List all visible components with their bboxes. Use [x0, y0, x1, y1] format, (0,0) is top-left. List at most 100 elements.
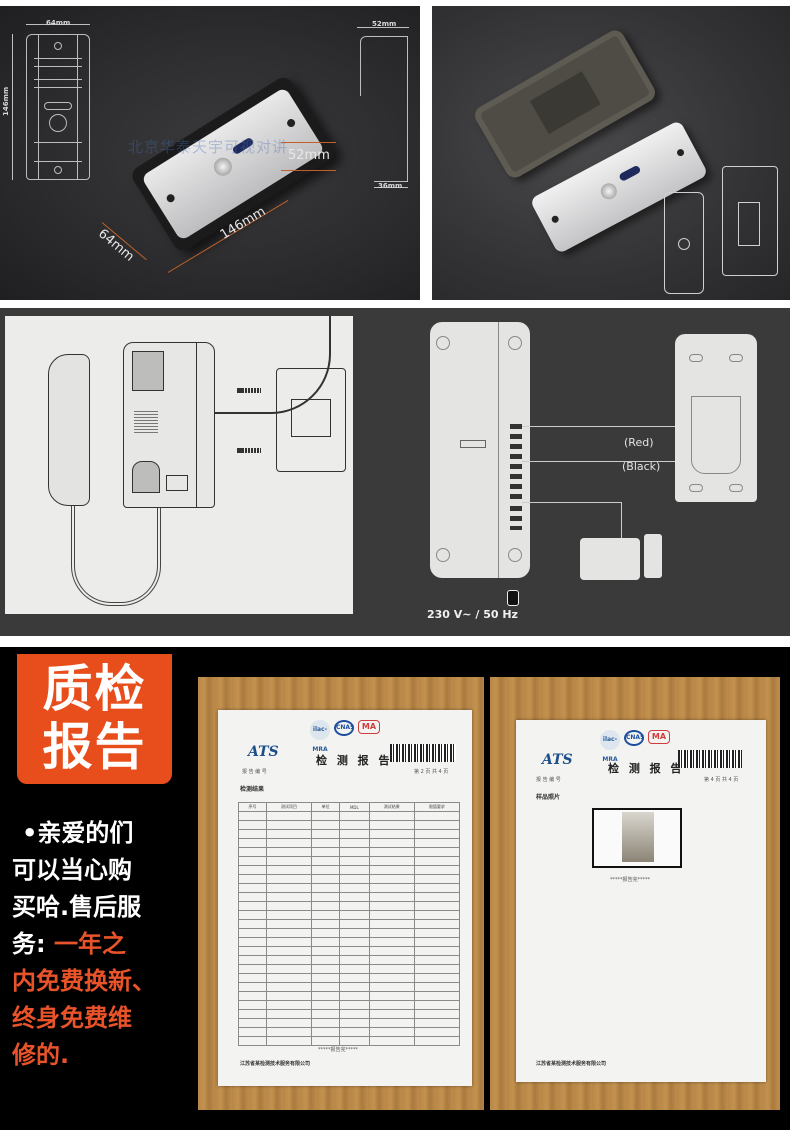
table-row [238, 847, 461, 857]
page-label: 第 4 页 共 4 页 [704, 777, 739, 783]
badge-line-2: 报告 [42, 718, 147, 776]
bullet-icon: • [22, 819, 38, 847]
indoor-unit-back [430, 322, 530, 578]
table-row [238, 919, 461, 929]
sample-photo-frame [592, 808, 682, 868]
ilac-logo: ilac-MRA [310, 720, 330, 753]
ats-logo: ATS [542, 752, 573, 768]
after-sales-promo: •亲爱的们 可以当心购 买哈.售后服 务: 一年之 内免费换新、 终身免费维 修… [12, 815, 192, 1074]
promo-line-1: 亲爱的们 [37, 819, 134, 847]
side-bottom-depth-label: 36mm [378, 182, 403, 190]
table-row [238, 1036, 461, 1046]
side-top-depth-label: 52mm [372, 20, 397, 28]
ilac-logo: ilac-MRA [600, 730, 620, 763]
table-row [238, 856, 461, 866]
indoor-unit [123, 342, 215, 508]
promo-red-inline: 一年之 [53, 930, 126, 958]
table-row [238, 901, 461, 911]
promo-red-line-1: 内免费换新、 [12, 967, 156, 995]
col-header: 序号 [238, 802, 267, 812]
power-plug-icon [507, 590, 519, 606]
report-number-label: 报 告 编 号 [536, 777, 561, 783]
report-title: 检 测 报 告 [316, 754, 393, 767]
cnas-logo: CNAS [334, 720, 354, 736]
test-results-table: 序号 测试项目 单位 MDL 测试结果 限值要求 [238, 802, 461, 1046]
report-photo-2: ilac-MRA CNAS MA ATS 检 测 报 告 报 告 编 号 第 4… [490, 677, 780, 1110]
promo-line-2: 可以当心购 [12, 856, 132, 884]
col-header: 单位 [311, 802, 341, 812]
section-heading: 样品照片 [536, 794, 561, 801]
electric-lock [580, 534, 662, 580]
report-document-1: ilac-MRA CNAS MA ATS 检 测 报 告 报 告 编 号 第 2… [218, 710, 472, 1086]
red-wire-label: (Red) [624, 436, 654, 449]
table-row [238, 982, 461, 992]
report-photo-1: ilac-MRA CNAS MA ATS 检 测 报 告 报 告 编 号 第 2… [198, 677, 484, 1110]
cnas-logo: CNAS [624, 730, 644, 746]
promo-line-3: 买哈.售后服 [12, 893, 142, 921]
table-row [238, 937, 461, 947]
table-row [238, 910, 461, 920]
promo-line-4: 务: [12, 930, 54, 958]
table-row [238, 811, 461, 821]
table-row [238, 829, 461, 839]
footer-company: 江苏省某检测技术服务有限公司 [536, 1061, 607, 1067]
outdoor-unit-back [675, 334, 757, 502]
report-title: 检 测 报 告 [608, 762, 685, 775]
table-row [238, 838, 461, 848]
table-row [238, 1009, 461, 1019]
front-height-label: 146mm [2, 86, 10, 116]
table-row [238, 928, 461, 938]
screw-bottom-icon [237, 448, 261, 453]
ats-logo: ATS [248, 744, 279, 760]
barcode [678, 750, 742, 768]
doorbell-photo [128, 74, 338, 254]
page-label: 第 2 页 共 4 页 [414, 769, 449, 775]
wire-pair-to-lock [522, 502, 622, 542]
report-document-2: ilac-MRA CNAS MA ATS 检 测 报 告 报 告 编 号 第 4… [516, 720, 766, 1082]
handset [48, 354, 90, 506]
watermark: 北京华泰天宇可视对讲 [128, 138, 289, 156]
table-row [238, 1000, 461, 1010]
table-row [238, 820, 461, 830]
table-row [238, 946, 461, 956]
quality-report-badge: 质检 报告 [17, 654, 172, 784]
installation-panel: (Red) (Black) 230 V~ / 50 Hz [0, 308, 790, 636]
ma-logo: MA [358, 720, 380, 734]
badge-line-1: 质检 [42, 660, 147, 718]
table-row [238, 1027, 461, 1037]
dimensions-panel: 64mm 146mm 北京华泰天宇可视对讲 52mm 146mm 64mm 52… [0, 6, 420, 300]
col-header: 限值要求 [413, 802, 461, 812]
section-heading: 检测结果 [240, 786, 265, 793]
table-row [238, 991, 461, 1001]
table-row [238, 955, 461, 965]
report-end-mark: *****报告完***** [318, 1047, 359, 1053]
quality-report-panel: 质检 报告 •亲爱的们 可以当心购 买哈.售后服 务: 一年之 内免费换新、 终… [0, 647, 790, 1130]
barcode [390, 744, 456, 762]
col-header: 测试项目 [265, 802, 313, 812]
power-rating-label: 230 V~ / 50 Hz [427, 608, 518, 621]
table-header-row: 序号 测试项目 单位 MDL 测试结果 限值要求 [238, 802, 461, 812]
table-row [238, 874, 461, 884]
photo-depth-label: 52mm [288, 148, 330, 163]
table-row [238, 883, 461, 893]
col-header: 测试结果 [368, 802, 415, 812]
promo-red-line-2: 终身免费维 [12, 1004, 132, 1032]
wall-mount-diagram [5, 316, 353, 614]
table-row [238, 1018, 461, 1028]
photo-caption: *****报告完***** [610, 877, 651, 883]
promo-red-line-3: 修的. [12, 1041, 70, 1069]
table-row [238, 973, 461, 983]
table-row [238, 964, 461, 974]
table-row [238, 892, 461, 902]
front-width-label: 64mm [46, 19, 71, 27]
report-number-label: 报 告 编 号 [242, 769, 267, 775]
handset-coil-cord [71, 506, 161, 606]
table-body [238, 811, 461, 1046]
wire-pair-to-outdoor [522, 426, 698, 462]
table-row [238, 865, 461, 875]
footer-company: 江苏省某检测技术服务有限公司 [240, 1061, 311, 1067]
col-header: MDL [339, 802, 370, 812]
black-wire-label: (Black) [622, 460, 661, 473]
ma-logo: MA [648, 730, 670, 744]
exploded-view-panel [432, 6, 790, 300]
